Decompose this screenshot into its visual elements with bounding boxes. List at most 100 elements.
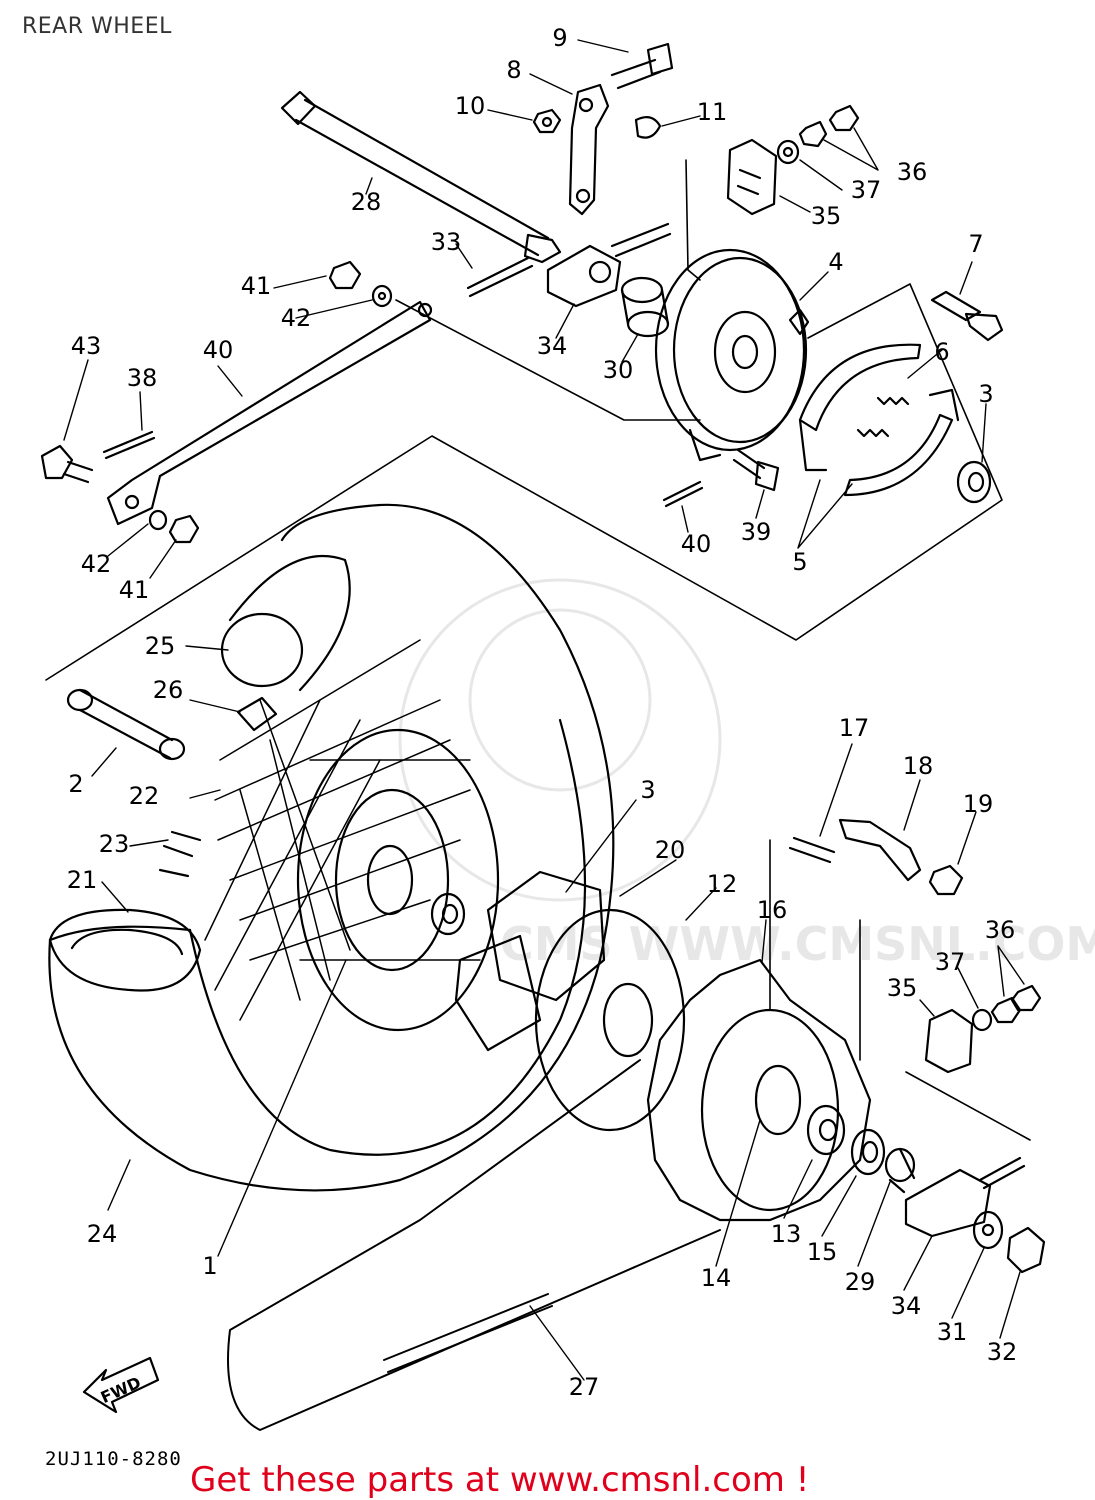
part-7-camshaft (930, 290, 1004, 342)
part-38-torque-arm (106, 300, 433, 526)
callout-32: 32 (987, 1338, 1018, 1366)
callout-37: 37 (851, 176, 882, 204)
fwd-arrow-icon (82, 1356, 160, 1414)
part-1-hub-wheel (296, 728, 500, 1032)
part-15-oil-seal (850, 1128, 886, 1176)
callout-16: 16 (757, 896, 788, 924)
callout-23: 23 (99, 830, 130, 858)
callout-10: 10 (455, 92, 486, 120)
callout-21: 21 (67, 866, 98, 894)
part-11-clip (634, 115, 662, 139)
part-35-adjuster (726, 138, 778, 216)
callout-36: 36 (985, 916, 1016, 944)
part-3-bearing-lower (430, 892, 466, 936)
part-42-washer (371, 284, 393, 308)
part-18-bracket (838, 818, 922, 882)
promo-link[interactable]: Get these parts at www.cmsnl.com ! (190, 1460, 810, 1500)
part-4-brake-plate (654, 248, 810, 462)
callout-35: 35 (811, 202, 842, 230)
part-41-nut (328, 260, 362, 290)
callout-2: 2 (68, 770, 83, 798)
callout-26: 26 (153, 676, 184, 704)
part-36-nuts (798, 104, 860, 148)
part-6-springs (856, 396, 910, 438)
part-27-chain (227, 1059, 721, 1431)
part-5-brake-shoes (798, 343, 960, 497)
part-19-nut (928, 864, 964, 896)
callout-15: 15 (807, 1238, 838, 1266)
part-16-sprocket (646, 958, 872, 1222)
callout-31: 31 (937, 1318, 968, 1346)
callout-12: 12 (707, 870, 738, 898)
part-3-bearing (956, 460, 992, 504)
part-9-bolt (610, 42, 674, 90)
callout-6: 6 (934, 338, 949, 366)
callout-28: 28 (351, 188, 382, 216)
part-31-washer (972, 1210, 1004, 1250)
part-8-arm (568, 83, 610, 216)
leader-lines (63, 39, 1025, 1381)
callout-3: 3 (640, 776, 655, 804)
callout-18: 18 (903, 752, 934, 780)
callout-25: 25 (145, 632, 176, 660)
part-37-washer (776, 139, 800, 165)
part-20-damper (454, 870, 606, 1052)
part-21-rim-band (48, 908, 202, 992)
callout-38: 38 (127, 364, 158, 392)
part-10-nut (532, 108, 562, 134)
part-35-adjuster-lower (924, 1008, 974, 1074)
watermark-logo (398, 578, 722, 902)
part-34-adjuster (546, 222, 672, 308)
callout-24: 24 (87, 1220, 118, 1248)
callout-41: 41 (119, 576, 150, 604)
callout-41: 41 (241, 272, 272, 300)
callout-20: 20 (655, 836, 686, 864)
callout-42: 42 (281, 304, 312, 332)
callout-42: 42 (81, 550, 112, 578)
callout-19: 19 (963, 790, 994, 818)
callout-11: 11 (697, 98, 728, 126)
callout-14: 14 (701, 1264, 732, 1292)
part-17-stud (788, 836, 836, 864)
callout-36: 36 (897, 158, 928, 186)
callout-1: 1 (202, 1252, 217, 1280)
callout-43: 43 (71, 332, 102, 360)
part-28-axle (280, 90, 562, 264)
part-41-nut-left (168, 514, 200, 544)
part-2-collar (66, 688, 186, 761)
part-24-tire (48, 503, 615, 1192)
callout-17: 17 (839, 714, 870, 742)
callout-33: 33 (431, 228, 462, 256)
callout-34: 34 (891, 1292, 922, 1320)
part-40-pin (662, 480, 704, 508)
part-25-tube (220, 554, 351, 692)
callout-27: 27 (569, 1373, 600, 1401)
part-29-collar (884, 1147, 916, 1194)
part-26-rim-lock (236, 696, 278, 732)
callout-4: 4 (828, 248, 843, 276)
part-34-adjuster-lower (904, 1156, 1026, 1238)
callout-22: 22 (129, 782, 160, 810)
callout-29: 29 (845, 1268, 876, 1296)
part-13-bearing (806, 1104, 846, 1156)
callout-5: 5 (792, 548, 807, 576)
diagram-code: 2UJ110-8280 (45, 1448, 182, 1470)
part-23-nipples (158, 830, 202, 878)
diagram-title: REAR WHEEL (22, 14, 172, 39)
callout-30: 30 (603, 356, 634, 384)
callout-40: 40 (203, 336, 234, 364)
callout-8: 8 (506, 56, 521, 84)
callout-40: 40 (681, 530, 712, 558)
part-30-collar (620, 276, 670, 338)
callout-7: 7 (968, 230, 983, 258)
part-22-spokes (204, 639, 471, 1021)
callout-13: 13 (771, 1220, 802, 1248)
part-39-bolt (732, 448, 780, 492)
callout-3: 3 (978, 380, 993, 408)
part-43-bolt (40, 444, 94, 484)
callout-34: 34 (537, 332, 568, 360)
part-40-pin-left (102, 430, 156, 460)
part-36-nuts-lower (990, 984, 1042, 1024)
part-33-pin (466, 256, 534, 298)
